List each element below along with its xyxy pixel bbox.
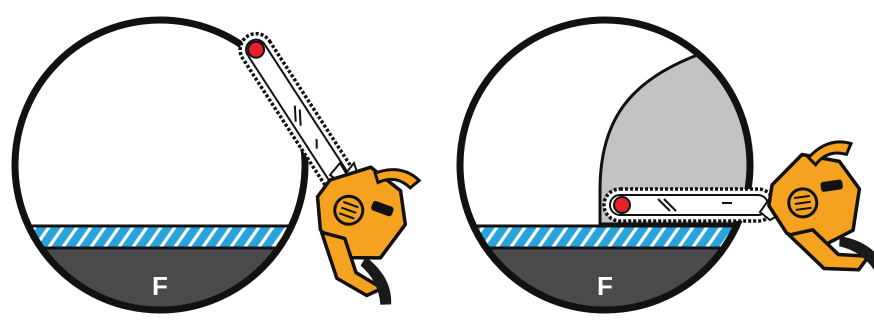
bar-tip-dot-right <box>614 197 630 213</box>
hatched-layer-left <box>0 226 320 248</box>
panel-label-left: F <box>152 271 168 301</box>
panel-right: F <box>445 0 874 324</box>
panel-label-right: F <box>597 271 613 301</box>
hatched-layer-right <box>445 226 765 248</box>
